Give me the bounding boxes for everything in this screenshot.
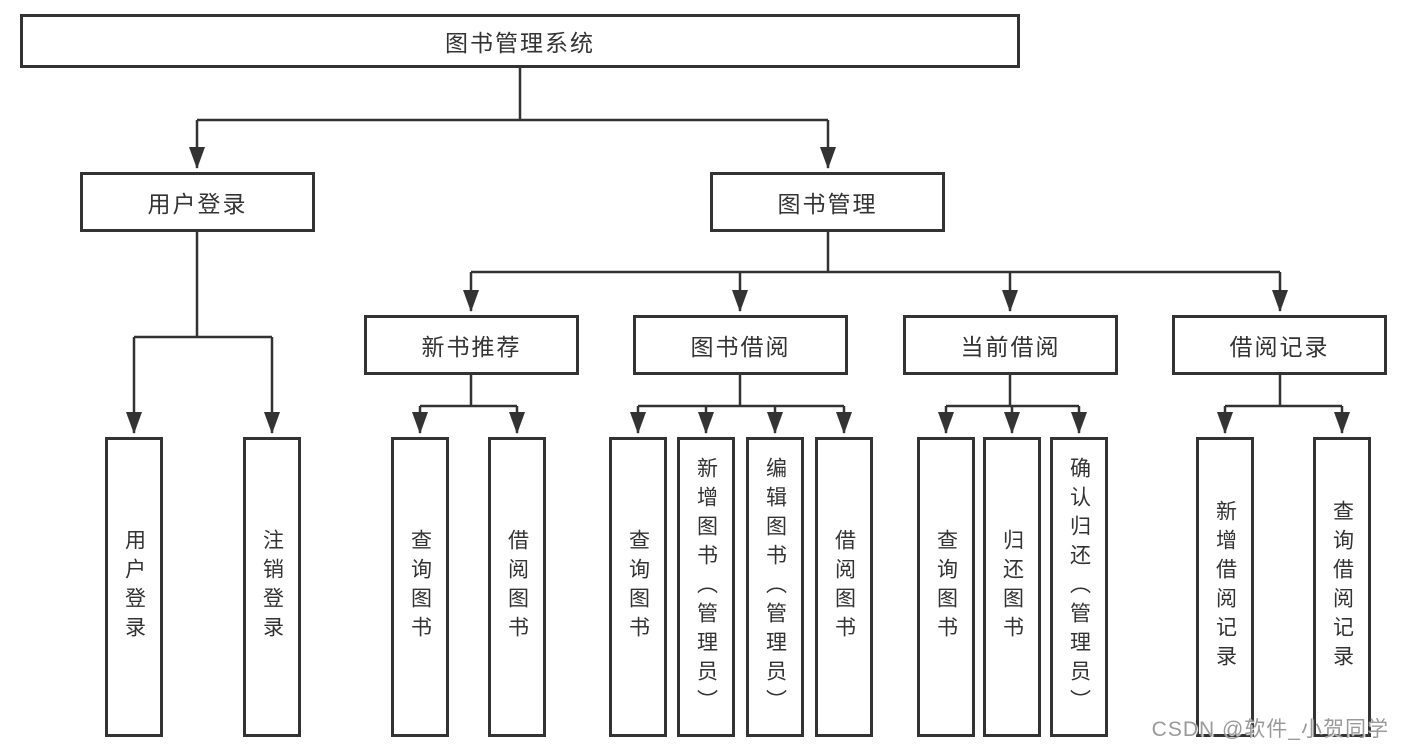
leaf-label: 确认归还（管理员） <box>1067 456 1091 718</box>
leaf-query-borrow-record: 查询借阅记录 <box>1313 437 1371 737</box>
leaf-add-books-admin: 新增图书（管理员） <box>677 437 735 737</box>
node-label: 图书管理系统 <box>445 30 595 56</box>
leaf-label: 查询借阅记录 <box>1330 500 1354 674</box>
leaf-borrow-books: 借阅图书 <box>815 437 873 737</box>
node-current-borrow: 当前借阅 <box>903 315 1118 375</box>
node-label: 用户登录 <box>147 191 248 217</box>
leaf-logout: 注销登录 <box>243 437 301 737</box>
node-label: 新书推荐 <box>421 334 522 360</box>
node-new-book-recommend: 新书推荐 <box>364 315 579 375</box>
node-library-management-system: 图书管理系统 <box>20 14 1020 68</box>
leaf-label: 查询图书 <box>408 529 432 645</box>
node-borrow-records: 借阅记录 <box>1172 315 1387 375</box>
leaf-label: 归还图书 <box>1000 529 1024 645</box>
leaf-borrow-books-recommend: 借阅图书 <box>488 437 546 737</box>
node-label: 图书管理 <box>777 191 878 217</box>
node-label: 图书借阅 <box>690 334 791 360</box>
leaf-confirm-return-admin: 确认归还（管理员） <box>1050 437 1108 737</box>
leaf-label: 新增图书（管理员） <box>694 456 718 718</box>
node-book-borrow: 图书借阅 <box>633 315 848 375</box>
leaf-label: 借阅图书 <box>832 529 856 645</box>
leaf-label: 借阅图书 <box>505 529 529 645</box>
leaf-edit-books-admin: 编辑图书（管理员） <box>746 437 804 737</box>
leaf-label: 新增借阅记录 <box>1213 500 1237 674</box>
leaf-query-books-current: 查询图书 <box>917 437 975 737</box>
node-label: 借阅记录 <box>1229 334 1330 360</box>
node-book-management: 图书管理 <box>710 172 945 232</box>
leaf-label: 查询图书 <box>934 529 958 645</box>
node-label: 当前借阅 <box>960 334 1061 360</box>
leaf-add-borrow-record: 新增借阅记录 <box>1196 437 1254 737</box>
csdn-watermark: CSDN @软件_小贺同学 <box>1151 718 1389 741</box>
leaf-label: 查询图书 <box>626 529 650 645</box>
leaf-return-books: 归还图书 <box>983 437 1041 737</box>
node-user-login: 用户登录 <box>80 172 315 232</box>
leaf-label: 编辑图书（管理员） <box>763 456 787 718</box>
leaf-query-books-borrow: 查询图书 <box>609 437 667 737</box>
leaf-label: 用户登录 <box>122 529 146 645</box>
leaf-user-login: 用户登录 <box>105 437 163 737</box>
leaf-query-books-recommend: 查询图书 <box>391 437 449 737</box>
leaf-label: 注销登录 <box>260 529 284 645</box>
